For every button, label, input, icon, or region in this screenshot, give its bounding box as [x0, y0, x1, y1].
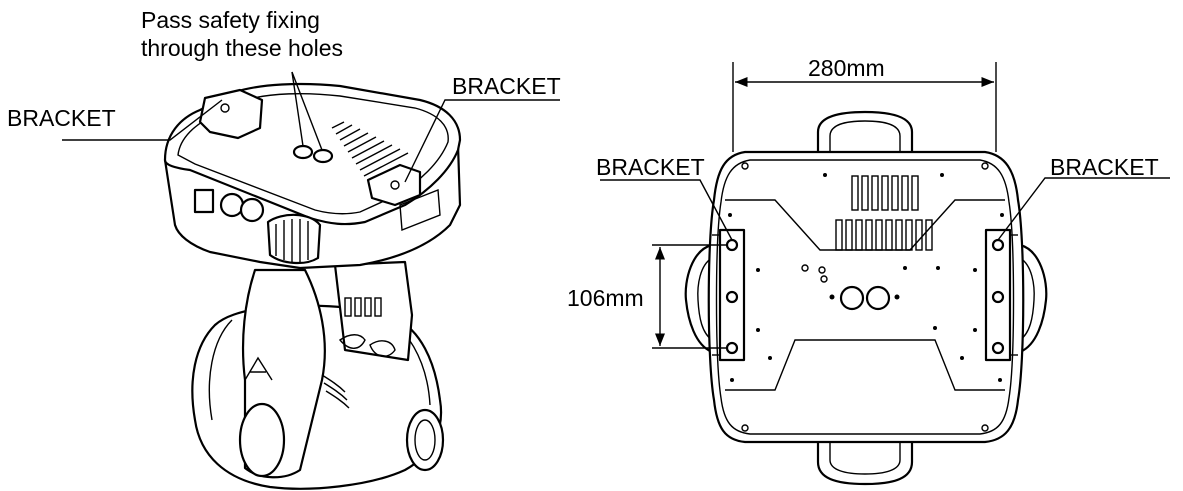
top-view: 280mm 106mm BRACKET BRACKET	[567, 55, 1170, 486]
lug-top	[816, 110, 914, 157]
safety-label-line2: through these holes	[141, 35, 343, 61]
lug-bottom	[816, 438, 914, 486]
iso-bracket-right	[366, 163, 422, 207]
leader-safety-1	[291, 71, 304, 147]
iso-bracket-left	[198, 88, 264, 140]
leader-bracket-left-iso	[62, 99, 223, 141]
plate-vents	[331, 121, 409, 177]
column-vents	[344, 297, 382, 317]
bracket-label-top-left: BRACKET	[596, 154, 705, 180]
safety-label-line1: Pass safety fixing	[141, 7, 320, 33]
base-fan	[266, 213, 322, 265]
top-view-vents	[835, 175, 933, 251]
base-connectors	[193, 188, 265, 223]
safety-hole-2	[312, 148, 334, 164]
top-safety-hole-2	[865, 285, 891, 311]
plate-lower	[725, 339, 1005, 391]
head-lens	[405, 408, 445, 472]
safety-hole-1	[292, 144, 314, 160]
leader-bracket-right-iso	[404, 99, 560, 183]
head-fins	[321, 334, 396, 409]
leader-top-bracket-right	[997, 177, 1170, 241]
bracket-label-left-iso: BRACKET	[7, 105, 116, 131]
handle-right	[1018, 243, 1048, 354]
isometric-view: Pass safety fixing through these holes B…	[7, 7, 561, 490]
top-bracket-right	[984, 228, 1018, 362]
handle-left	[684, 243, 714, 354]
leader-safety-2	[291, 71, 323, 151]
bracket-label-right-iso: BRACKET	[452, 73, 561, 99]
top-bracket-left	[712, 228, 746, 362]
plate-upper	[725, 199, 1005, 251]
dim-spacing-label: 106mm	[567, 285, 644, 311]
yoke-oval	[238, 402, 286, 478]
dim-width-label: 280mm	[808, 55, 885, 81]
top-safety-hole-1	[839, 285, 865, 311]
leader-top-bracket-left	[600, 179, 733, 241]
bracket-label-top-right: BRACKET	[1050, 154, 1159, 180]
